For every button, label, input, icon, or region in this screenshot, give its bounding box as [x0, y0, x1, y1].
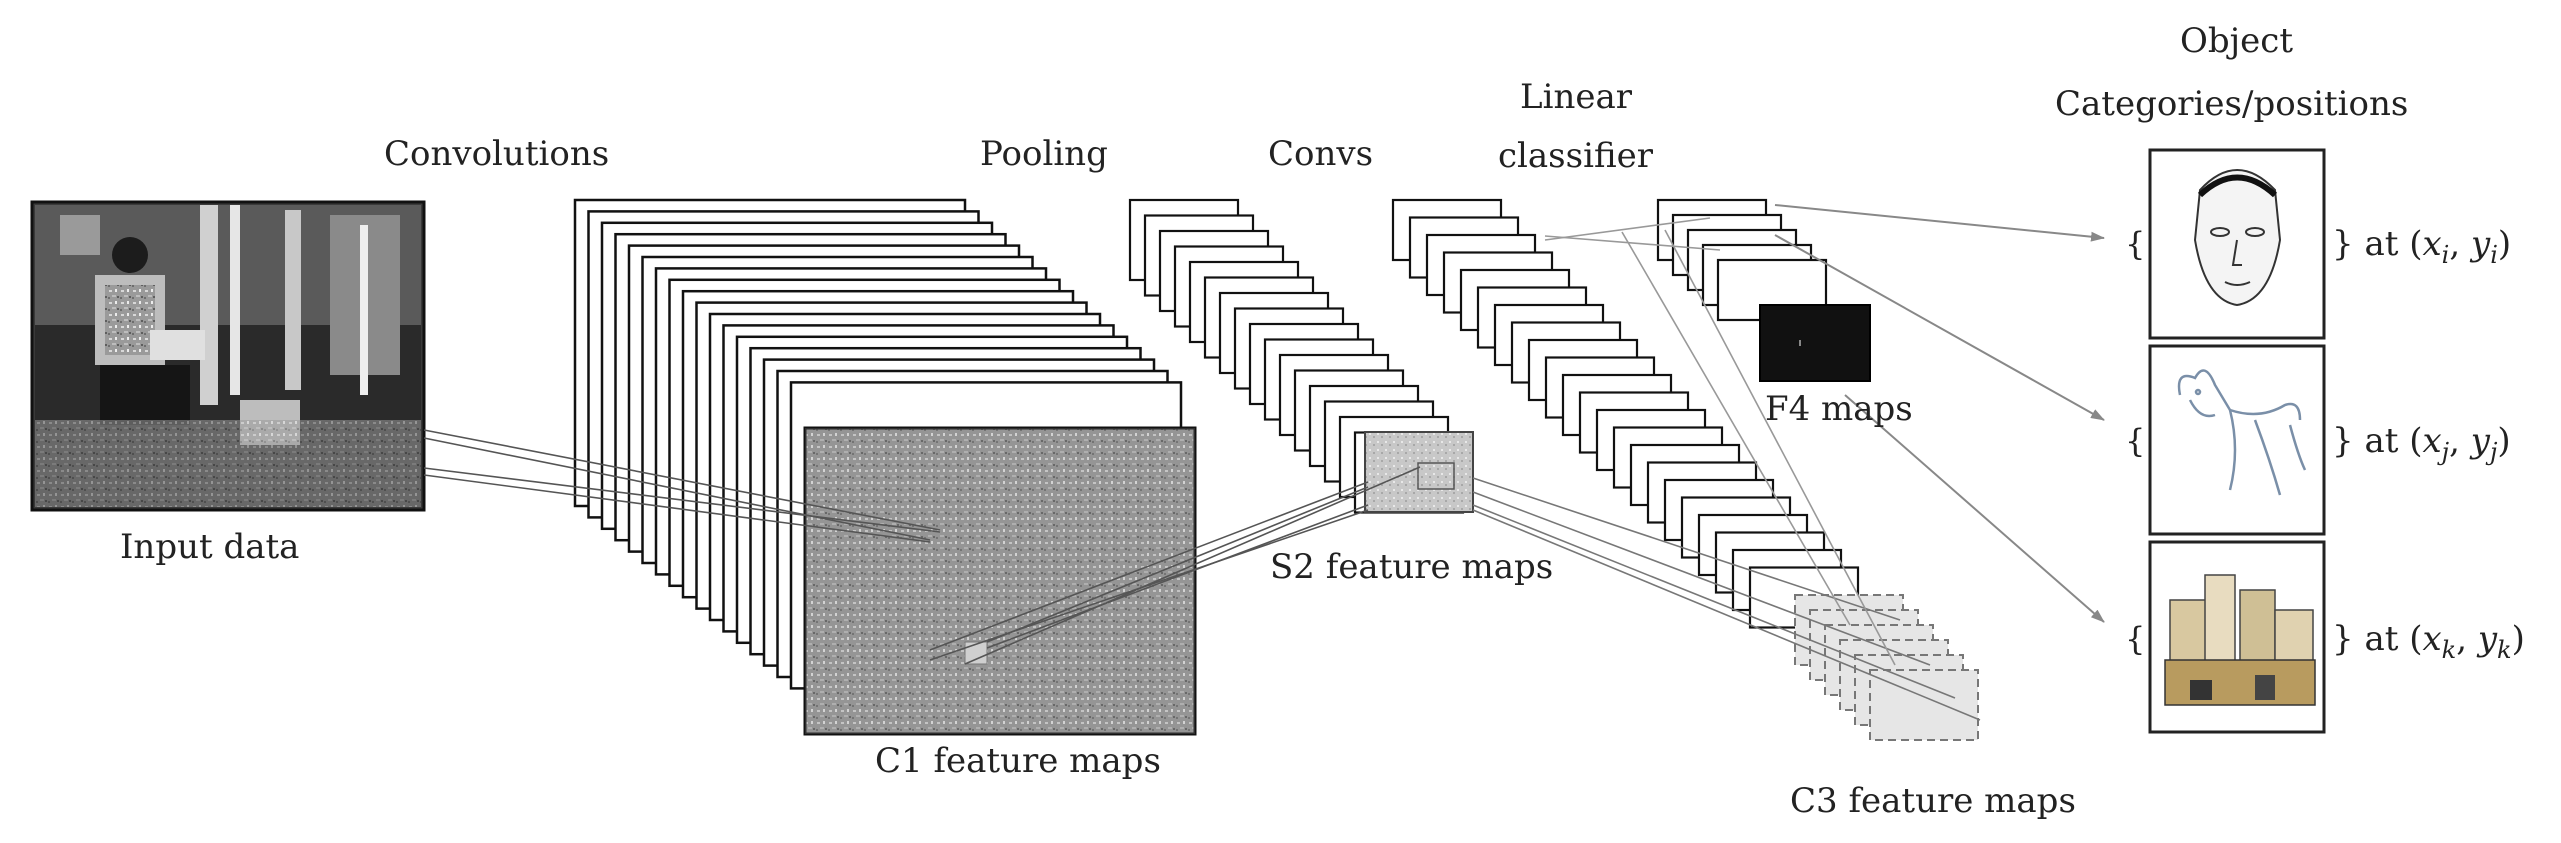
at-word: at ( — [2364, 619, 2422, 659]
f4-maps-label: F4 maps — [1765, 389, 1913, 429]
input-data-label: Input data — [120, 527, 299, 567]
s2-feature-maps-label: S2 feature maps — [1270, 547, 1553, 587]
convs-label: Convs — [1268, 134, 1373, 174]
output-buildings-panel — [2148, 540, 2326, 734]
pooling-label: Pooling — [980, 134, 1108, 174]
at-word: at ( — [2364, 224, 2422, 264]
output-position-texts: { } at (xi, yi) { } at (xj, yj) { } at (xk, y… — [2125, 224, 2525, 664]
c3-feature-map-stack — [1794, 594, 1979, 741]
object-label: Object — [2180, 21, 2293, 61]
c1-feature-maps-label: C1 feature maps — [875, 741, 1161, 781]
linear-classifier-stack — [1656, 198, 1828, 322]
buildings-sketch-icon — [2164, 574, 2316, 706]
position-text: } at (xi, yi) — [2332, 224, 2511, 269]
photo-of-person-in-hall-icon — [35, 205, 421, 507]
connection-lines — [423, 217, 1981, 721]
input-image — [30, 200, 426, 512]
categories-positions-label: Categories/positions — [2055, 84, 2408, 124]
position-text: } at (xj, yj) — [2332, 421, 2511, 466]
s2-feature-map — [1364, 431, 1474, 513]
at-word: at ( — [2364, 421, 2422, 461]
left-brace: { — [2125, 225, 2145, 263]
convs-feature-map-stack — [1391, 198, 1860, 629]
position-text: } at (xk, yk) — [2332, 619, 2525, 664]
c3-feature-maps-label: C3 feature maps — [1790, 781, 2076, 821]
c1-feature-map — [803, 426, 1197, 736]
labels: Input data Convolutions Pooling Convs Li… — [120, 21, 2408, 821]
output-dog-panel — [2148, 344, 2326, 536]
dog-sketch-icon — [2177, 369, 2307, 496]
left-brace: { — [2125, 620, 2145, 658]
output-face-panel — [2148, 148, 2326, 340]
convolutions-label: Convolutions — [384, 134, 609, 174]
face-sketch-icon — [2193, 169, 2282, 307]
f4-map — [1759, 304, 1871, 382]
linear-label: Linear — [1520, 77, 1633, 117]
classifier-label: classifier — [1498, 136, 1654, 176]
output-arrows — [1774, 204, 2105, 623]
left-brace: { — [2125, 422, 2145, 460]
